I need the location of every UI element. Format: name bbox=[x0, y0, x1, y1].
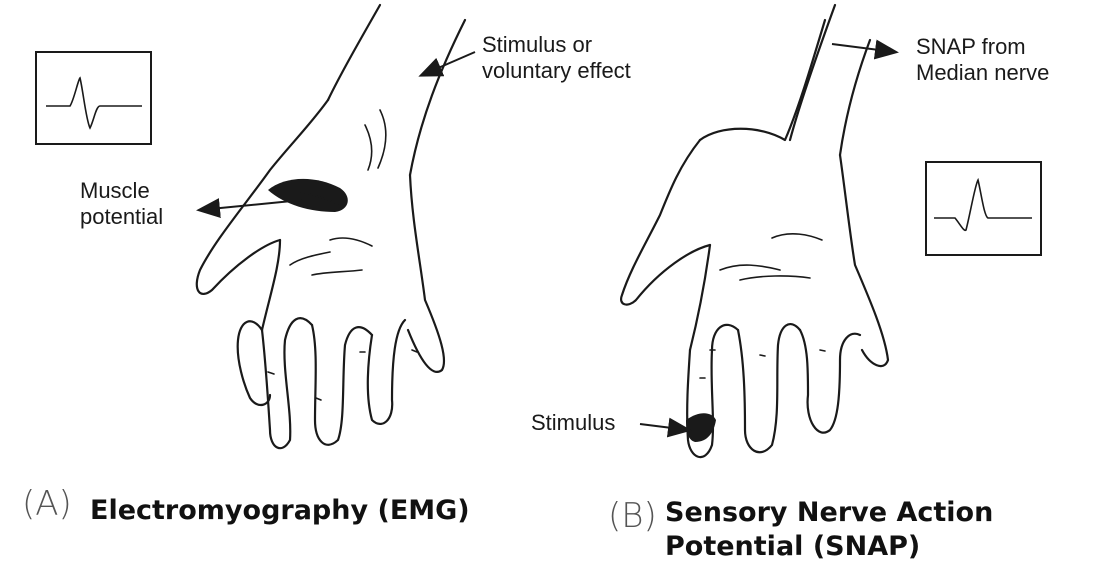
right-hand-drawing bbox=[620, 3, 890, 459]
snap-oscilloscope-box bbox=[925, 161, 1042, 256]
label-potential: potential bbox=[80, 204, 164, 229]
label-median-nerve: Median nerve bbox=[916, 60, 1050, 85]
left-hand-drawing bbox=[195, 3, 467, 450]
panel-b-letter: (B) bbox=[608, 496, 657, 536]
panel-a-title: Electromyography (EMG) bbox=[90, 495, 470, 526]
label-voluntary-effect: voluntary effect bbox=[482, 58, 631, 83]
label-muscle: Muscle bbox=[80, 178, 150, 203]
panel-b-title-line1: Sensory Nerve Action bbox=[665, 497, 994, 528]
panel-a-letter: (A) bbox=[22, 484, 72, 524]
stimulus-arrow-b bbox=[639, 417, 692, 438]
label-snap-from: SNAP from bbox=[916, 34, 1026, 59]
emg-oscilloscope-box bbox=[35, 51, 152, 145]
stimulus-arrow-a bbox=[418, 51, 476, 77]
panel-b-title-line2: Potential (SNAP) bbox=[665, 531, 921, 562]
label-stimulus-b: Stimulus bbox=[531, 410, 616, 435]
muscle-potential-arrow bbox=[196, 198, 303, 219]
label-stimulus-or: Stimulus or bbox=[482, 32, 593, 57]
stimulus-fingertip-mark bbox=[686, 413, 716, 442]
snap-arrow bbox=[831, 39, 899, 60]
